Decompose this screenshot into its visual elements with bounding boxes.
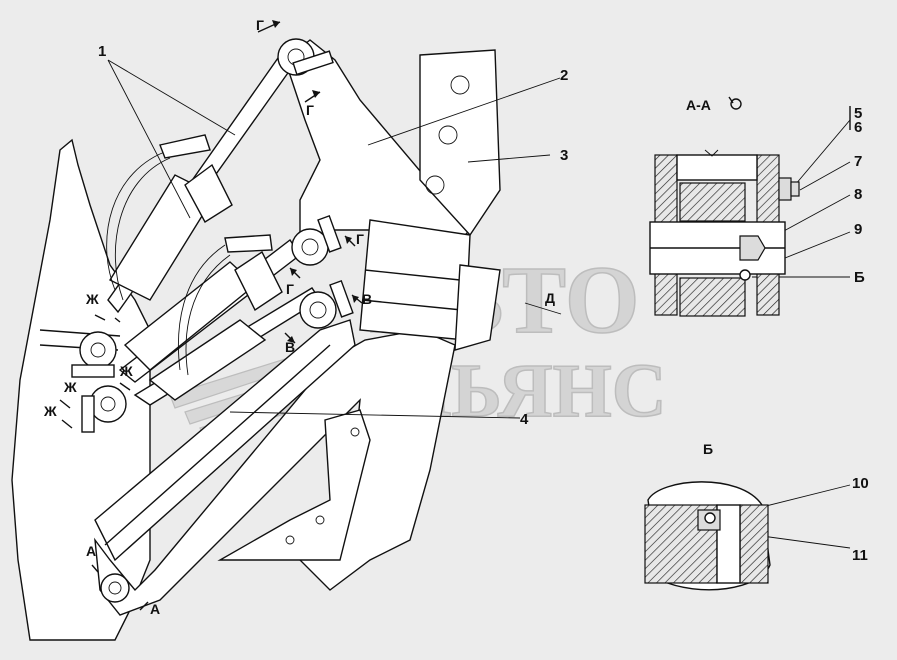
upper-bracket [284,39,501,351]
callout-10: 10 [852,475,869,492]
marker-g-top: Г [256,17,264,33]
marker-zh4: Ж [43,403,57,419]
section-aa-detail: А-А [649,96,851,317]
callout-2: 2 [560,67,568,84]
callout-4: 4 [520,411,529,428]
pin-lower [299,291,337,329]
section-b-detail: Б [644,441,771,591]
marker-g-mid: Г [356,231,364,247]
callout-b: Б [854,269,865,286]
marker-g-top2: Г [306,102,314,118]
marker-a-left: А [86,543,96,559]
marker-v-right: В [362,291,372,307]
section-markers: Г Г Г Г В В Д Ж Ж Ж Ж А А [43,17,555,617]
callout-numbers: 1 2 3 4 5 6 7 8 9 Б 10 11 [98,43,869,564]
pivot-pins [71,38,354,433]
pin-left-lower [89,385,127,423]
marker-zh3: Ж [63,379,77,395]
section-aa-title: А-А [686,97,711,113]
marker-zh1: Ж [85,291,99,307]
marker-v-left: В [285,339,295,355]
callout-6: 6 [854,119,862,136]
callout-1: 1 [98,43,106,60]
section-b-title: Б [703,441,713,457]
hydraulic-cylinders [106,56,321,406]
callout-11: 11 [852,547,868,564]
marker-g-left: Г [286,281,294,297]
marker-d: Д [545,290,555,306]
ripper-beam [94,319,456,616]
section-arrows [59,20,363,611]
marker-a-bottom: А [150,601,160,617]
callout-8: 8 [854,186,862,203]
pin-left-upper [79,331,117,369]
callout-9: 9 [854,221,862,238]
callout-5: 5 [854,105,862,122]
callout-7: 7 [854,153,862,170]
callout-3: 3 [560,147,568,164]
marker-zh2: Ж [119,363,133,379]
